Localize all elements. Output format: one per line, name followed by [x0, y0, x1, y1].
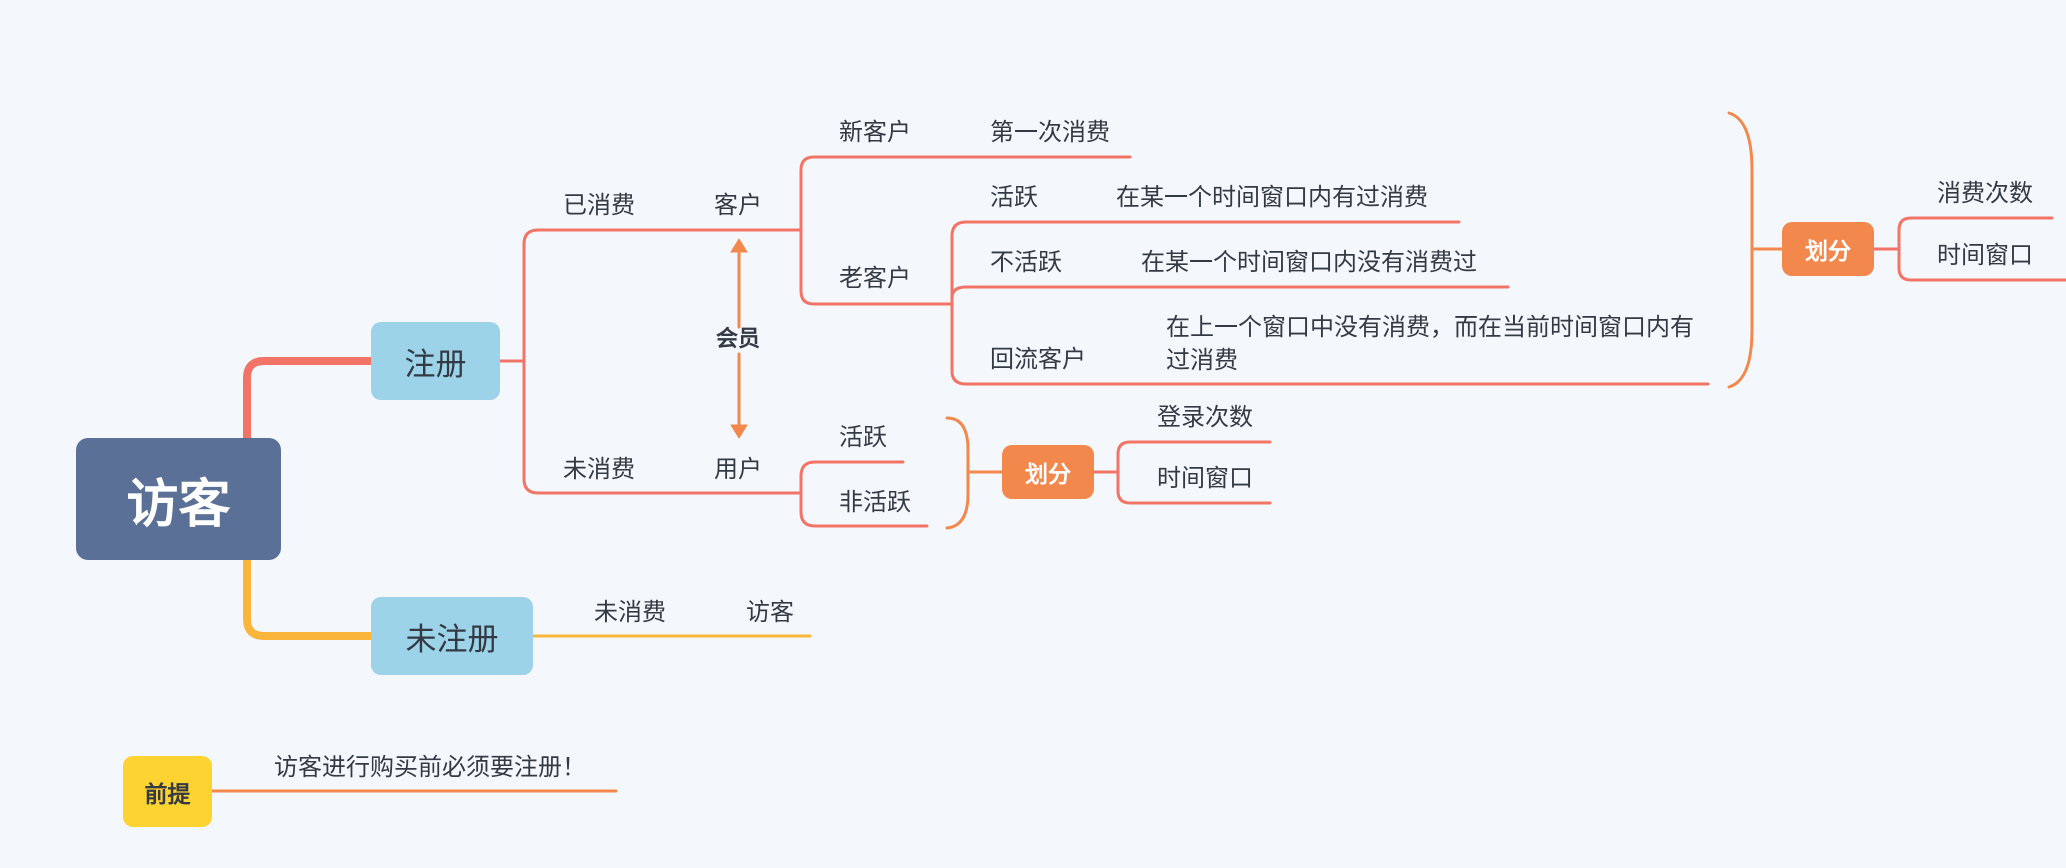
label-consumed[interactable]: 已消费 — [563, 191, 635, 219]
label-login-count[interactable]: 登录次数 — [1157, 403, 1253, 431]
label-returning-customer[interactable]: 回流客户 — [990, 345, 1086, 373]
label-old-customer[interactable]: 老客户 — [839, 264, 911, 292]
edge-old-customer-types — [950, 220, 1710, 386]
node-split-user[interactable]: 划分 — [1002, 445, 1094, 499]
edge-customer-split-criteria — [1872, 216, 2066, 282]
label-active-user[interactable]: 活跃 — [839, 423, 887, 451]
edge-root-unregistered — [243, 556, 375, 640]
edge-customer-types — [798, 155, 1132, 306]
label-inactive-user[interactable]: 非活跃 — [839, 488, 911, 516]
node-premise[interactable]: 前提 — [123, 756, 212, 827]
desc-returning-customer[interactable]: 在上一个窗口中没有消费，而在当前时间窗口内有过消费 — [1166, 313, 1694, 374]
desc-inactive-customer[interactable]: 在某一个时间窗口内没有消费过 — [1141, 248, 1477, 276]
label-new-customer[interactable]: 新客户 — [839, 118, 911, 146]
bracket-user-split — [945, 416, 970, 530]
bracket-customer-split — [1727, 111, 1754, 389]
label-unregistered-visitor[interactable]: 访客 — [746, 598, 794, 626]
label-not-consumed[interactable]: 未消费 — [563, 455, 635, 483]
desc-active-customer[interactable]: 在某一个时间窗口内有过消费 — [1116, 183, 1428, 211]
label-time-window-customer[interactable]: 时间窗口 — [1937, 241, 2033, 269]
node-unregistered[interactable]: 未注册 — [371, 597, 533, 675]
edge-user-types — [798, 460, 929, 528]
node-split-customer[interactable]: 划分 — [1782, 222, 1874, 276]
root-node-visitor[interactable]: 访客 — [76, 438, 281, 560]
edge-registered-branches — [498, 228, 802, 495]
label-user[interactable]: 用户 — [714, 455, 762, 483]
node-registered[interactable]: 注册 — [371, 322, 500, 400]
label-member[interactable]: 会员 — [716, 327, 761, 352]
label-purchase-count[interactable]: 消费次数 — [1937, 179, 2033, 207]
edge-user-split-criteria — [1092, 440, 1272, 505]
label-time-window-user[interactable]: 时间窗口 — [1157, 464, 1253, 492]
edge-root-registered — [243, 357, 375, 442]
label-first-purchase[interactable]: 第一次消费 — [990, 118, 1110, 146]
label-customer[interactable]: 客户 — [714, 191, 762, 219]
label-unregistered-not-consumed[interactable]: 未消费 — [594, 598, 666, 626]
label-premise-text[interactable]: 访客进行购买前必须要注册！ — [274, 753, 586, 781]
label-active-customer[interactable]: 活跃 — [990, 183, 1038, 211]
label-inactive-customer[interactable]: 不活跃 — [990, 248, 1062, 276]
